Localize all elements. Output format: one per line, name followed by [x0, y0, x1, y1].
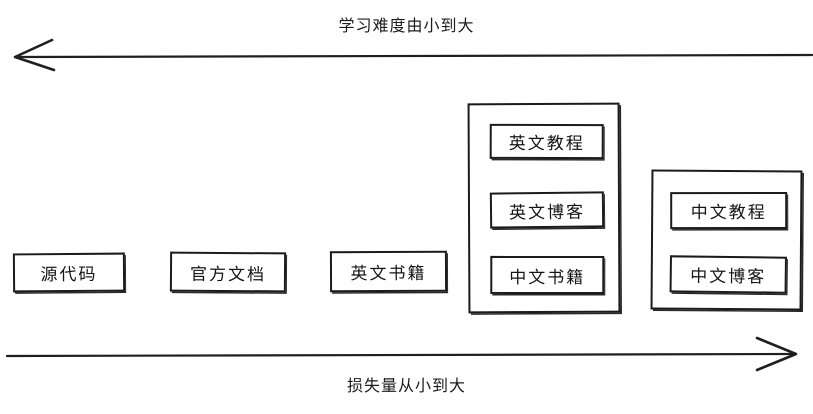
node-label: 英文书籍 — [350, 263, 427, 284]
bottom-axis-label: 损失量从小到大 — [346, 378, 466, 395]
english-resources-group: 英文教程 英文博客 中文书籍 — [467, 102, 621, 314]
bottom-axis-arrow — [5, 336, 798, 372]
node-source-code[interactable]: 源代码 — [12, 252, 126, 293]
node-label: 中文书籍 — [509, 267, 586, 287]
node-label: 中文博客 — [690, 266, 767, 287]
node-chinese-books[interactable]: 中文书籍 — [490, 255, 605, 295]
node-label: 官方文档 — [189, 264, 267, 284]
node-label: 源代码 — [40, 264, 98, 285]
chinese-resources-group: 中文教程 中文博客 — [650, 169, 803, 311]
node-chinese-blog[interactable]: 中文博客 — [669, 255, 787, 294]
node-label: 英文教程 — [508, 133, 585, 154]
node-english-books[interactable]: 英文书籍 — [329, 250, 448, 293]
top-axis-arrow — [13, 38, 813, 72]
node-english-blog[interactable]: 英文博客 — [489, 191, 605, 229]
node-label: 中文教程 — [690, 202, 767, 223]
top-axis-label: 学习难度由小到大 — [338, 18, 475, 35]
node-english-tutorial[interactable]: 英文教程 — [489, 123, 604, 160]
node-chinese-tutorial[interactable]: 中文教程 — [670, 191, 788, 230]
node-official-docs[interactable]: 官方文档 — [169, 251, 287, 293]
node-label: 英文博客 — [508, 202, 586, 222]
